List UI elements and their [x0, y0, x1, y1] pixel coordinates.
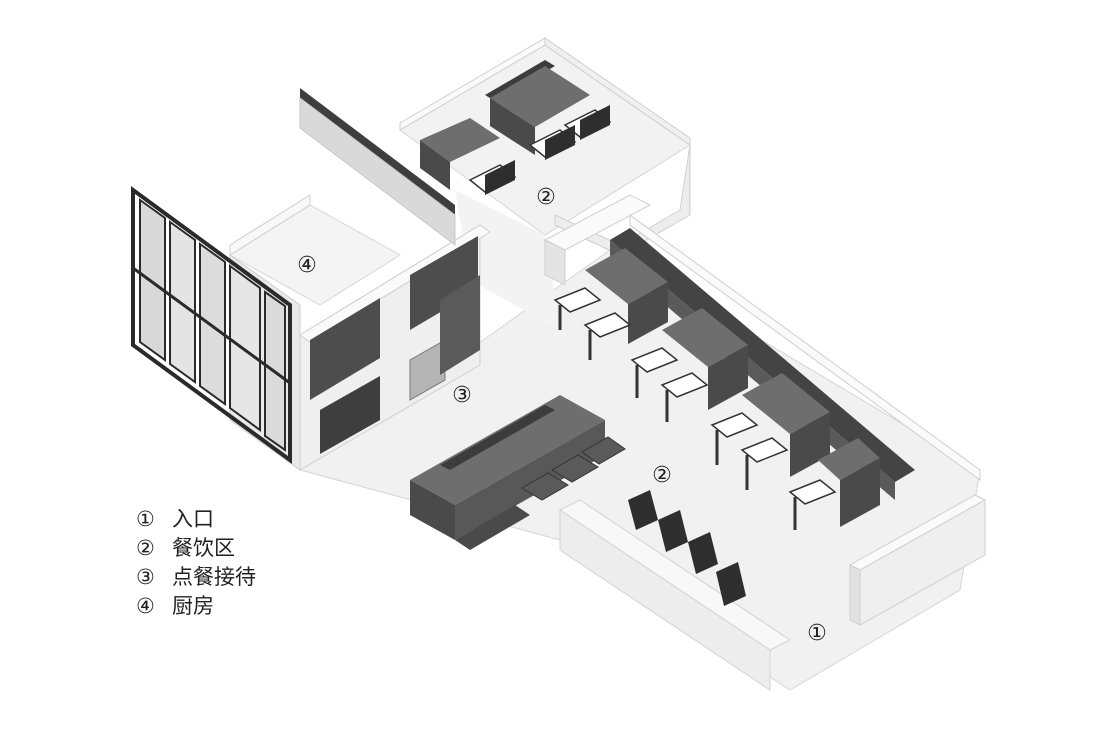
front-ledge-face [559, 509, 771, 691]
entrance-wall-face [849, 564, 861, 626]
bar-stool [658, 510, 688, 552]
cube-stool [551, 454, 599, 483]
legend-number: ① [136, 507, 155, 531]
legend-label: 厨房 [172, 594, 214, 618]
central-block-top [299, 224, 491, 343]
chair [630, 347, 679, 398]
zone-marker-dining-top: ② [536, 185, 556, 210]
column-block [440, 275, 480, 375]
chair [710, 412, 759, 465]
banquette-top [610, 228, 915, 482]
table-side [490, 98, 535, 155]
entrance-wall-front [859, 499, 986, 626]
bar-stool [716, 562, 746, 606]
table-side [420, 140, 450, 190]
counter-side [455, 420, 605, 540]
chair [528, 125, 577, 160]
cube-stool [521, 472, 569, 501]
zone-marker-entrance: ① [807, 621, 827, 646]
glass-frame [131, 186, 292, 464]
dining-table-side [708, 345, 748, 410]
table-top [490, 66, 590, 127]
zone-marker-dining-main: ② [652, 463, 672, 488]
legend-item-entrance: ① 入口 [136, 505, 256, 534]
glass-partition [131, 186, 292, 464]
upper-room-right-wall [544, 37, 691, 146]
zone-markers: ① ② ② ③ ④ [297, 185, 827, 646]
shelf-wall-top [300, 88, 455, 215]
legend-number: ② [136, 536, 155, 560]
legend-label: 餐饮区 [172, 536, 235, 560]
chair [468, 160, 517, 195]
shelf-unit [410, 236, 478, 330]
upper-room-front-right-wall [554, 144, 691, 256]
bar-stool [628, 490, 658, 530]
shelf-unit [320, 376, 380, 454]
chair [788, 479, 837, 530]
dining-furniture [553, 228, 915, 606]
upper-room-furniture [420, 60, 612, 195]
glass-pane [139, 198, 166, 362]
legend-item-kitchen: ④ 厨房 [136, 592, 256, 621]
zone-marker-reception: ③ [452, 383, 472, 408]
reception-counter [410, 395, 626, 550]
legend-number: ④ [136, 594, 155, 618]
back-counter [440, 405, 555, 470]
dining-right-wall [629, 214, 981, 481]
kitchen-shelving [310, 236, 480, 454]
dining-table [742, 373, 830, 434]
counter-top [410, 395, 605, 505]
legend: ① 入口 ② 餐饮区 ③ 点餐接待 ④ 厨房 [136, 505, 256, 621]
table-top [420, 118, 500, 162]
legend-label: 点餐接待 [172, 565, 256, 589]
chair [553, 287, 602, 330]
shelf-wall-face [299, 96, 456, 247]
chair [583, 312, 632, 360]
partition-wall-face [544, 239, 566, 286]
glass-pane [199, 242, 226, 406]
dining-table [818, 438, 880, 480]
shelf-unit [310, 298, 380, 400]
bar-stool [688, 532, 718, 574]
dining-table-side [790, 412, 830, 477]
legend-item-reception: ③ 点餐接待 [136, 563, 256, 592]
glass-pane [169, 220, 196, 384]
glass-pane [229, 264, 261, 432]
legend-label: 入口 [172, 507, 214, 531]
dining-table-side [628, 282, 668, 344]
legend-item-dining: ② 餐饮区 [136, 534, 256, 563]
counter-front [410, 480, 455, 540]
dining-table-side [840, 458, 880, 527]
service-hatch [409, 339, 446, 401]
dining-table [585, 248, 668, 304]
kitchen-back-wall [229, 194, 311, 256]
corridor-floor [455, 190, 560, 330]
legend-number: ③ [136, 565, 155, 589]
chair [660, 372, 709, 422]
front-bench [455, 505, 530, 550]
cube-stool [581, 436, 626, 465]
dining-table [662, 308, 748, 367]
zone-marker-kitchen: ④ [297, 253, 317, 278]
glass-transom [132, 266, 291, 385]
chair [740, 437, 789, 490]
